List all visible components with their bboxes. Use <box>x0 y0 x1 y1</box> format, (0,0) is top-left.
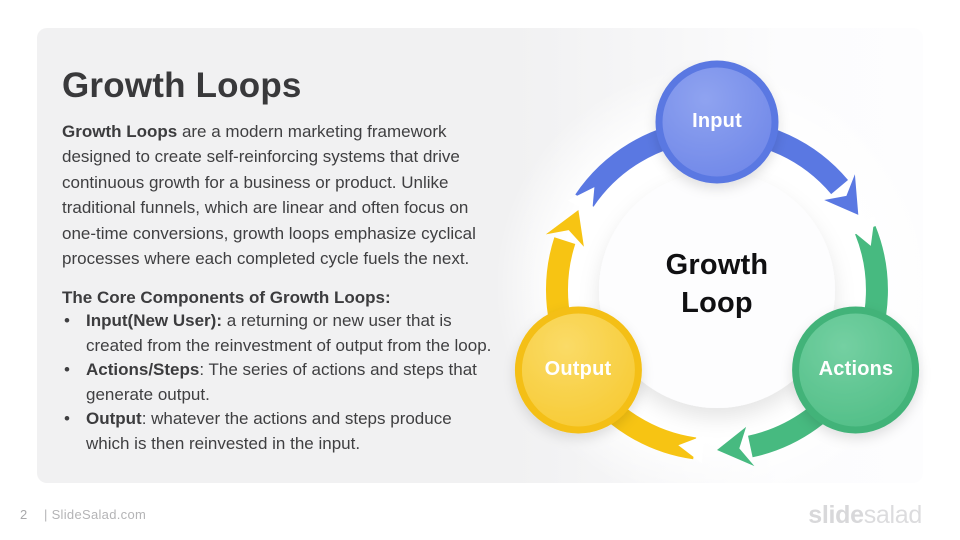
node-input <box>655 60 779 184</box>
tail-notch-yellow <box>678 435 705 464</box>
brand-logo-light: salad <box>863 501 923 529</box>
bullet-rest: : The series of actions and steps that g… <box>86 360 477 404</box>
bullet-marker: • <box>64 360 70 380</box>
brand-logo-bold: slide <box>808 501 864 529</box>
intro-lead: Growth Loops <box>62 122 178 141</box>
bullet-text: Actions/Steps: The series of actions and… <box>86 358 498 407</box>
node-label-input: Input <box>692 110 742 132</box>
bullet-list: • Input(New User): a returning or new us… <box>64 309 498 457</box>
bullet-item-input: • Input(New User): a returning or new us… <box>64 309 498 358</box>
node-label-actions: Actions <box>818 358 894 380</box>
node-label-output: Output <box>544 358 612 380</box>
bullet-text: Input(New User): a returning or new user… <box>86 309 498 358</box>
bullet-lead: Actions/Steps <box>86 360 200 380</box>
bullet-item-actions: • Actions/Steps: The series of actions a… <box>64 358 498 407</box>
node-actions <box>792 306 920 434</box>
bullet-lead: Input(New User): <box>86 311 222 330</box>
node-output <box>514 306 642 434</box>
page-number: 2 <box>20 507 28 522</box>
growth-loop-svg <box>495 60 939 512</box>
bullet-rest: a returning or new user that is created … <box>86 311 492 355</box>
arrowhead-input-to-actions-icon <box>824 174 859 215</box>
bullet-lead: Output <box>86 409 142 429</box>
bullet-text: Output: whatever the actions and steps p… <box>86 407 498 456</box>
intro-text: are a modern marketing framework designe… <box>62 122 476 269</box>
arrowhead-actions-to-output-icon <box>717 426 755 467</box>
center-circle <box>599 172 835 408</box>
arrowhead-output-to-input-icon <box>545 210 584 247</box>
tail-notch-green <box>849 216 875 246</box>
brand-logo: slidesalad <box>808 501 922 530</box>
bullet-rest: : whatever the actions and steps produce… <box>86 409 452 453</box>
growth-loop-diagram <box>487 60 947 520</box>
page-title: Growth Loops <box>62 66 302 105</box>
footer-site-text: | SlideSalad.com <box>44 507 147 522</box>
bullet-item-output: • Output: whatever the actions and steps… <box>64 407 498 456</box>
diagram-center-label: Growth Loop <box>665 249 769 319</box>
bullet-marker: • <box>64 311 70 330</box>
components-heading: The Core Components of Growth Loops: <box>62 288 391 307</box>
bullet-marker: • <box>64 409 70 429</box>
tail-notch-blue <box>567 187 595 215</box>
intro-paragraph: Growth Loops are a modern marketing fram… <box>62 119 494 271</box>
